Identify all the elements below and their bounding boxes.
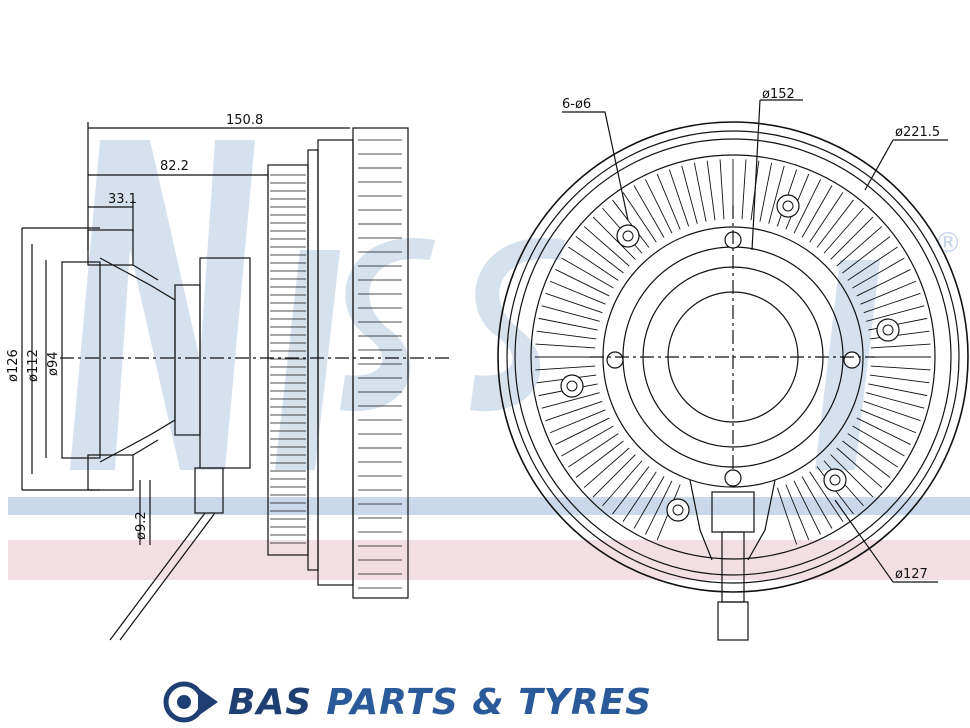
front-fins: [535, 159, 931, 545]
bas-logo-icon: [163, 681, 218, 723]
watermark-band-red: [8, 540, 970, 580]
dim-overall-length: 150.8: [226, 113, 263, 128]
watermark-logo: [70, 140, 880, 470]
dim-bolt-pattern: 6-ø6: [562, 97, 591, 112]
dim-dia-inner: ø94: [46, 352, 61, 377]
side-view: [21, 122, 450, 641]
dim-dia-127: ø127: [895, 567, 928, 582]
dim-pin-dia: ø9.2: [134, 511, 149, 540]
brand-footer: BAS PARTS & TYRES: [160, 676, 840, 728]
dim-dia-outer: ø126: [6, 349, 21, 382]
brand-main: BAS: [228, 681, 313, 723]
watermark-band-blue: [8, 497, 970, 515]
front-view: [497, 99, 969, 641]
dim-hub-length: 33.1: [108, 192, 137, 207]
bolt-holes: [560, 194, 900, 522]
side-fins: [270, 139, 402, 589]
dim-dia-152: ø152: [762, 87, 795, 102]
dim-dia-mid: ø112: [26, 349, 41, 382]
dim-dia-221: ø221.5: [895, 125, 940, 140]
dim-body-length: 82.2: [160, 159, 189, 174]
brand-rest: PARTS & TYRES: [326, 681, 653, 723]
